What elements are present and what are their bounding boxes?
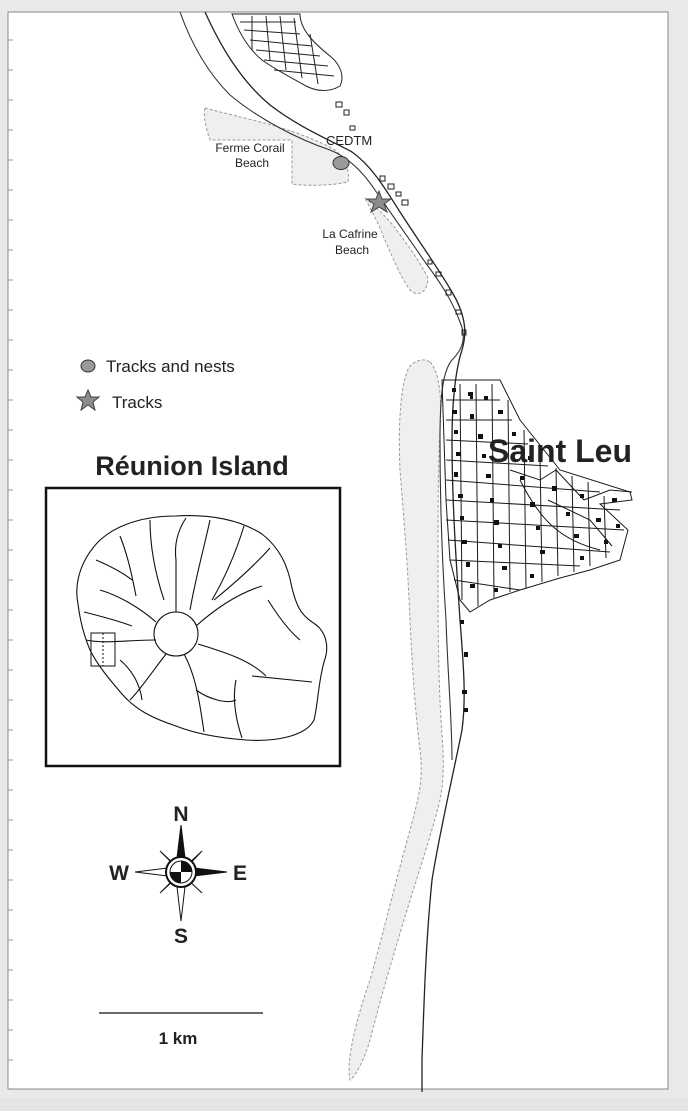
ferme-corail-label-line1: Ferme Corail: [215, 141, 284, 155]
map-bottom-band: [0, 1098, 688, 1111]
reunion-island-outline: [76, 515, 328, 741]
compass-rose: [134, 824, 228, 922]
saint-leu-beach-area: [348, 359, 444, 1081]
la-cafrine-label-line1: La Cafrine: [322, 227, 378, 241]
inset-frame: [44, 486, 342, 768]
legend: Tracks and nests Tracks: [75, 357, 235, 412]
compass-north-label: N: [173, 803, 188, 826]
track-marker: [365, 189, 393, 214]
compass-east-label: E: [233, 862, 247, 885]
legend-tracks-and-nests-label: Tracks and nests: [106, 357, 235, 376]
legend-nest-symbol: [80, 359, 96, 373]
compass-south-label: S: [174, 925, 188, 948]
saint-leu-label: Saint Leu: [488, 433, 632, 469]
legend-track-symbol: [75, 388, 101, 412]
nest-marker: [332, 156, 350, 170]
left-ticks: [8, 39, 13, 1061]
beach-areas: [203, 107, 444, 1081]
coastline: [179, 11, 464, 761]
cedtm-label: CEDTM: [326, 133, 372, 148]
ferme-corail-label-line2: Beach: [235, 156, 269, 170]
town-buildings: [452, 388, 620, 712]
legend-tracks-label: Tracks: [112, 393, 162, 412]
inset-title: Réunion Island: [95, 451, 289, 481]
la-cafrine-beach-area: [364, 197, 429, 294]
scale-bar-label: 1 km: [159, 1029, 198, 1048]
main-road: [204, 11, 466, 1092]
northern-settlement: [231, 13, 467, 336]
compass-west-label: W: [109, 862, 129, 885]
la-cafrine-label-line2: Beach: [335, 243, 369, 257]
